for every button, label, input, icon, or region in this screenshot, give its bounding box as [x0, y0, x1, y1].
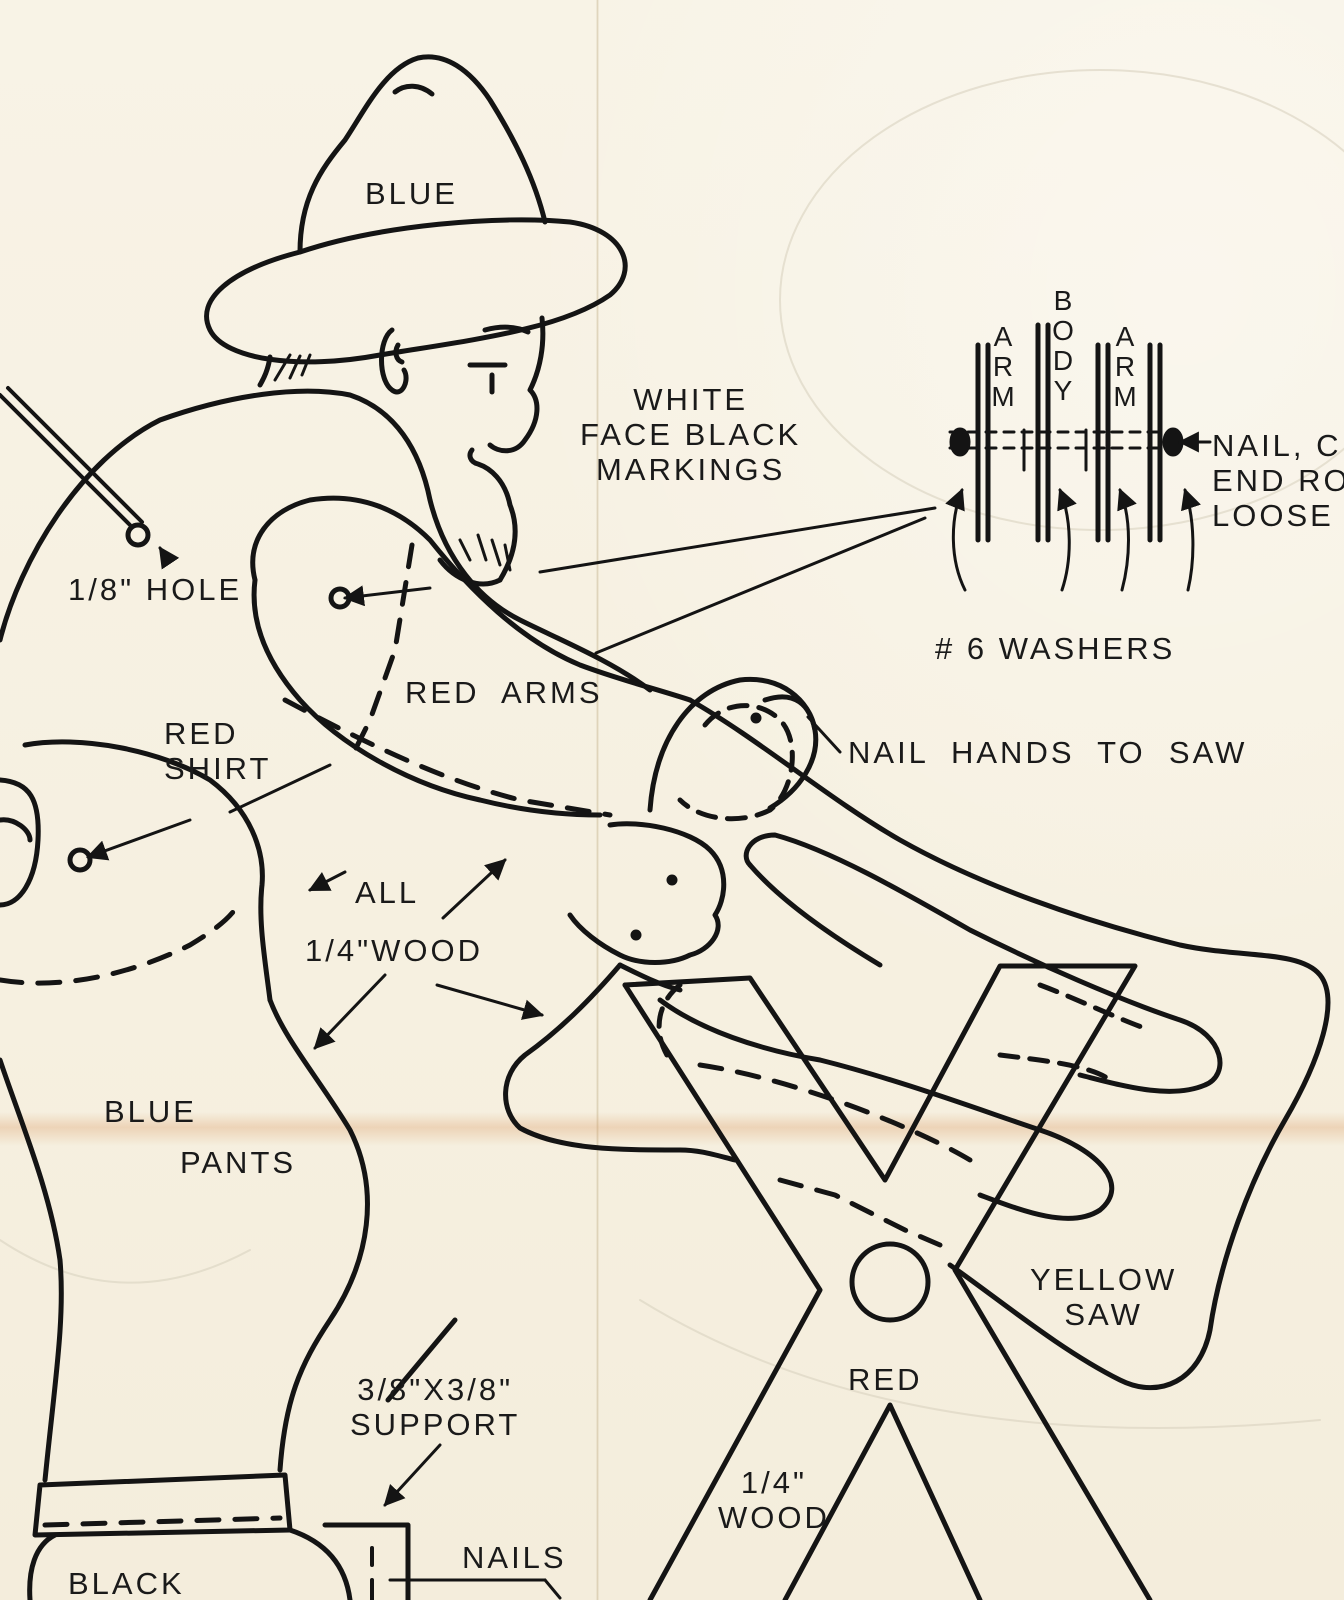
- sawhorse-outline: [622, 963, 1153, 1600]
- pointer-stick: [0, 386, 151, 548]
- hat-label: BLUE: [365, 176, 458, 211]
- nail-hands-label: NAIL HANDS TO SAW: [848, 735, 1248, 770]
- paper-stain-horizontal: [0, 1112, 1344, 1146]
- shirt-label: RED SHIRT: [164, 716, 272, 786]
- nail-note-label: NAIL, C END RO LOOSE: [1212, 428, 1344, 533]
- base-outline: [27, 1317, 562, 1600]
- arm-outline: [250, 495, 693, 818]
- all-label: ALL: [355, 875, 420, 910]
- torso-outline: [0, 388, 653, 1003]
- washers-label: # 6 WASHERS: [935, 631, 1176, 666]
- arms-label: RED ARMS: [405, 675, 603, 710]
- pants-outline: [0, 763, 370, 1483]
- stack-body-label: BODY: [1052, 285, 1074, 406]
- head-outline: [257, 315, 546, 587]
- saw-label: YELLOW SAW: [1030, 1262, 1178, 1332]
- hole-label: 1/8" HOLE: [68, 572, 243, 607]
- wood-quarter-label: 1/4"WOOD: [305, 933, 483, 968]
- face-label: WHITE FACE BLACK MARKINGS: [580, 382, 802, 487]
- sawhorse-wood-label: 1/4" WOOD: [718, 1465, 830, 1535]
- support-label: 3/8"X3/8" SUPPORT: [350, 1372, 521, 1442]
- saw-outline: [503, 697, 1331, 1391]
- nails-label: NAILS: [462, 1540, 567, 1575]
- hands-outline: [567, 676, 819, 965]
- paper-fold-vertical: [596, 0, 599, 1600]
- stack-arm-right-label: ARM: [1113, 321, 1137, 412]
- leader-lines: [158, 506, 937, 1050]
- sawhorse-label: RED: [848, 1362, 923, 1397]
- pants-label-line2: PANTS: [180, 1145, 297, 1180]
- washer-stack-detail: [945, 322, 1212, 592]
- stack-arm-left-label: ARM: [991, 321, 1015, 412]
- base-label: BLACK: [68, 1566, 185, 1600]
- pants-label-line1: BLUE: [104, 1094, 197, 1129]
